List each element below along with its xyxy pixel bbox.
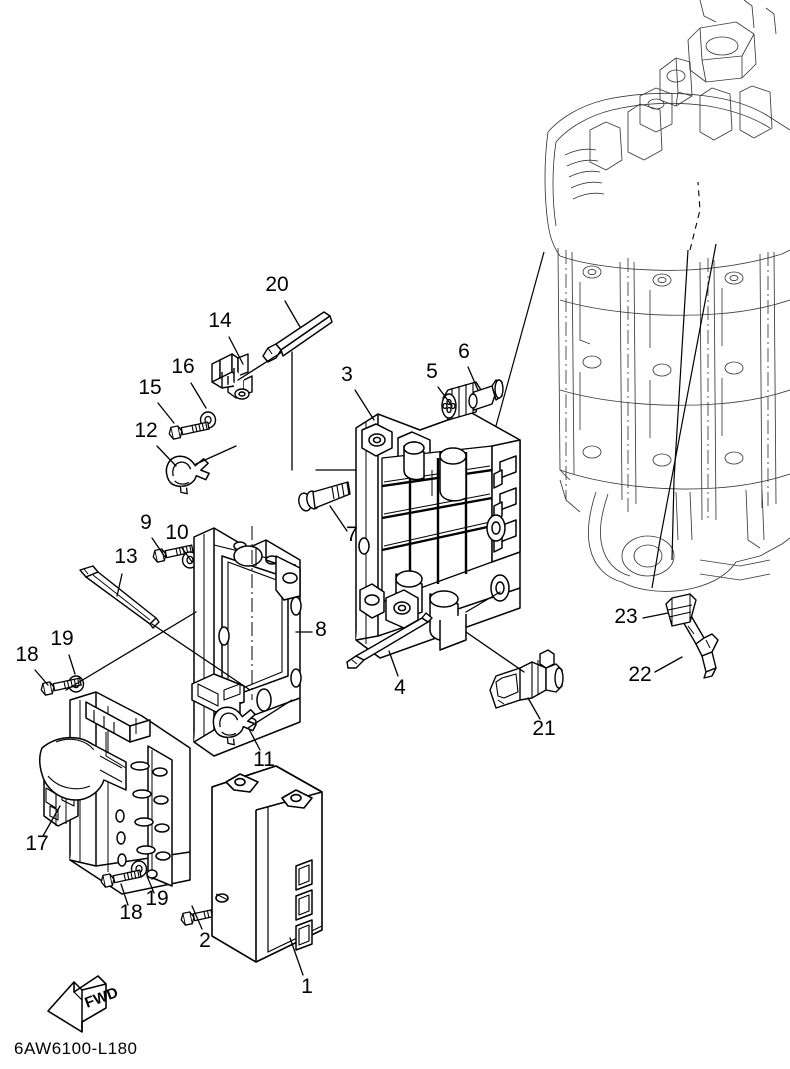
callout-13: 13 xyxy=(114,545,137,568)
callout-16: 16 xyxy=(171,355,194,378)
ghost-centerlines xyxy=(565,250,769,520)
callout-20: 20 xyxy=(265,273,288,296)
sheet-code: 6AW6100-L180 xyxy=(14,1039,138,1058)
callout-22: 22 xyxy=(628,663,651,686)
callout-9: 9 xyxy=(140,511,152,534)
callout-23: 23 xyxy=(614,605,637,628)
callout-8: 8 xyxy=(315,618,327,641)
part-8-mounting-bracket-plate xyxy=(191,526,302,757)
callout-11: 11 xyxy=(253,748,275,771)
ghost-reference-dashed xyxy=(689,181,701,251)
part-5-ribbed-grommet xyxy=(441,381,482,421)
part-21-pressure-sensor xyxy=(489,649,564,709)
part-20-long-tie-rod xyxy=(262,311,333,363)
callout-17: 17 xyxy=(25,832,48,855)
callout-6: 6 xyxy=(458,340,470,363)
part-1-engine-control-unit xyxy=(211,765,323,963)
callout-leaders xyxy=(34,300,683,976)
left-bracket-assembly xyxy=(39,691,191,895)
callout-12: 12 xyxy=(134,419,157,442)
callout-21: 21 xyxy=(532,717,555,740)
part-4-long-screw xyxy=(346,612,433,669)
callout-2: 2 xyxy=(199,929,211,952)
callout-15: 15 xyxy=(138,376,161,399)
callout-18-lower: 18 xyxy=(119,901,142,924)
part-7-flange-bolt xyxy=(298,481,351,512)
part-6-collar-bushing xyxy=(468,379,504,411)
callout-4: 4 xyxy=(394,676,406,699)
part-23-rubber-grommet xyxy=(665,593,697,627)
callout-1: 1 xyxy=(301,975,313,998)
callout-5: 5 xyxy=(426,360,438,383)
part-14-bracket-clamp xyxy=(211,353,253,400)
callout-10: 10 xyxy=(165,521,188,544)
callout-7: 7 xyxy=(346,523,358,546)
part-13-cable-tie-band xyxy=(79,565,160,629)
engine-block-ghost xyxy=(544,0,790,592)
callout-labels: 1 2 3 4 5 6 7 8 9 10 11 12 13 14 15 16 1… xyxy=(15,273,651,998)
callout-18-upper: 18 xyxy=(15,643,38,666)
callout-3: 3 xyxy=(341,363,353,386)
callout-19-upper: 19 xyxy=(50,627,73,650)
callout-19-lower: 19 xyxy=(145,887,168,910)
callout-14: 14 xyxy=(208,309,232,332)
part-3-intake-manifold xyxy=(355,411,521,659)
